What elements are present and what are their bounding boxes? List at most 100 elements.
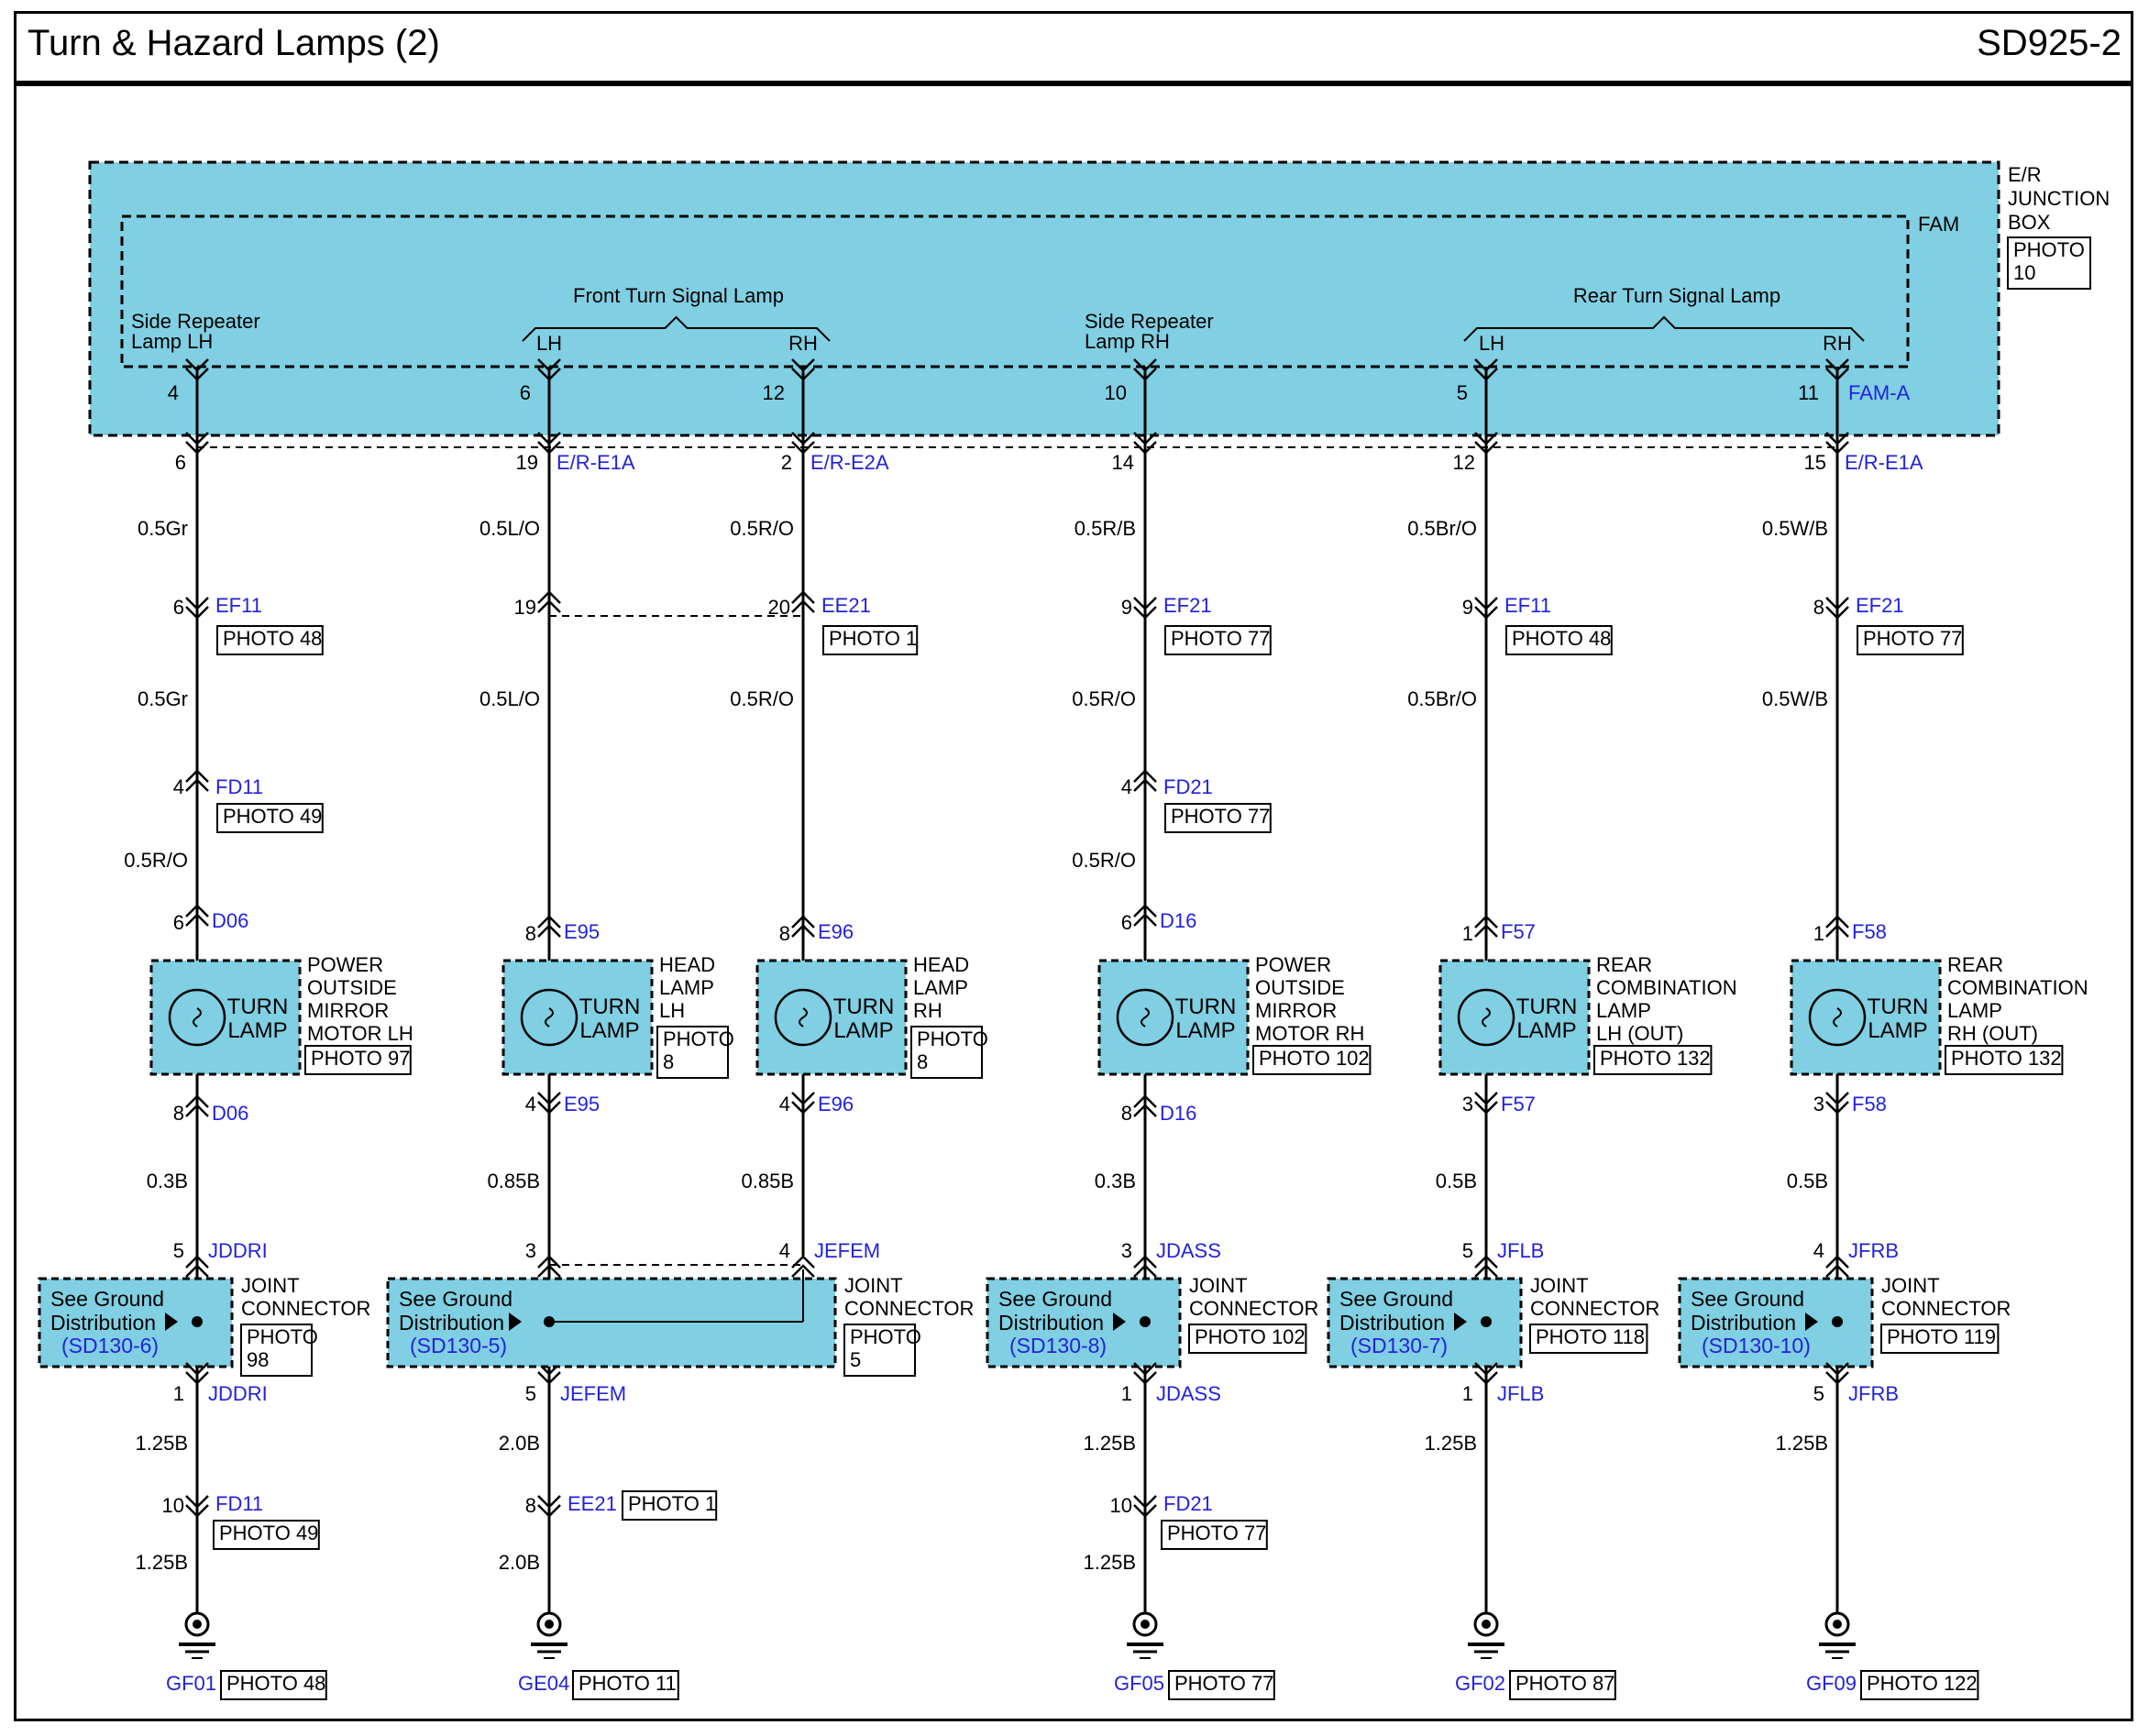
circuit-6-c1-photo-line: PHOTO 77 [1863, 627, 1962, 650]
circuit-4-wire6-label-line: 1.25B [1084, 1551, 1137, 1574]
circuit-4-c2-name-line: FD21 [1163, 775, 1213, 798]
circuit-3-lamp-filament [799, 1007, 808, 1027]
circuit-1-ground-symbol-dot [193, 1620, 202, 1629]
circuit-5-lamp-in-pin: 1 [1462, 922, 1473, 945]
circuit-1-c1-photo-box [216, 625, 324, 655]
circuit-1-jb-out-chevron-stroke [185, 441, 209, 455]
circuit-2-lamp-out-conn: E95 [564, 1093, 600, 1115]
circuit-5-ground-sd: (SD130-7) [1350, 1334, 1448, 1357]
circuit-5-wire1-label-line: 0.5Br/O [1407, 517, 1477, 540]
circuit-5-lamp-out-conn-line: F57 [1501, 1093, 1536, 1115]
junction-box-photo-box [2007, 236, 2091, 290]
circuit-1-jc-out-pin: 1 [173, 1382, 184, 1405]
circuit-4-jc-out-pin-line: 1 [1121, 1382, 1132, 1405]
circuit-5-component-name-line: COMBINATION [1596, 976, 1737, 999]
diagram-frame [14, 11, 2133, 1721]
circuit-6-ground-ref-line: See Ground [1691, 1287, 1804, 1311]
circuit-4-c3-pin-line: 10 [1110, 1494, 1132, 1517]
circuit-2-ground-symbol-dot [545, 1620, 554, 1629]
circuit-1-c2-chevron-stroke [185, 778, 209, 792]
circuit-5-lamp-out-chevron [1474, 1092, 1498, 1115]
circuit-1-ground-symbol [179, 1611, 215, 1659]
circuit-6-ground-name: GF09 [1806, 1672, 1857, 1695]
circuit-3-jc-in-chevron-stroke [791, 1264, 815, 1278]
circuit-3-ground-sd-line: (SD130-5) [410, 1334, 507, 1357]
circuit-6-wire4-label: 0.5B [1787, 1170, 1828, 1192]
circuit-1-jb-fuse-chevron-stroke [185, 358, 209, 372]
circuit-1-c2-name: FD11 [215, 775, 263, 798]
circuit-4-c1-chevron [1133, 597, 1157, 620]
group-side-repeater-rh-line: Lamp RH [1085, 330, 1170, 353]
circuit-4-c3-name: FD21 [1163, 1492, 1213, 1515]
circuit-4-c2-photo: PHOTO 77 [1171, 805, 1270, 828]
circuit-2-component-name-line: HEAD [659, 953, 715, 976]
circuit-3-jb-out-chevron-stroke [791, 432, 815, 445]
circuit-5-wire5-label-line: 1.25B [1425, 1432, 1478, 1455]
junction-box-name-line: E/R [2008, 163, 2042, 186]
circuit-2-component-photo-box [656, 1026, 729, 1079]
circuit-1-jc-in-pin: 5 [173, 1239, 184, 1262]
circuit-4-jb-fuse-chevron-stroke [1133, 358, 1157, 372]
circuit-4-lamp-out-pin: 8 [1121, 1102, 1132, 1125]
circuit-1-jc-out-chevron-stroke [185, 1371, 209, 1385]
circuit-6-jc-in-pin: 4 [1813, 1239, 1824, 1262]
circuit-1-c3-name-line: FD11 [215, 1492, 263, 1515]
circuit-6-c1-pin: 8 [1813, 596, 1824, 619]
circuit-3-c1-chevron-stroke [791, 599, 815, 613]
circuit-5-jc-dot [1481, 1316, 1492, 1327]
circuit-3-c1-photo-line: PHOTO 1 [829, 627, 917, 650]
circuit-5-wire1-label: 0.5Br/O [1407, 517, 1477, 540]
circuit-3-lamp-in-pin: 8 [779, 922, 790, 945]
circuit-5-jc-name: JFLB [1497, 1239, 1544, 1262]
circuit-6-lamp-out-conn: F58 [1852, 1093, 1887, 1115]
circuit-2-wire1-label: 0.5L/O [479, 517, 540, 540]
circuit-6-ground-sd: (SD130-10) [1702, 1334, 1811, 1357]
circuit-2-jc-in-pin-line: 3 [525, 1239, 536, 1262]
circuit-4-ground-sd-line: (SD130-8) [1009, 1334, 1107, 1357]
circuit-3-component-photo-box [910, 1026, 983, 1079]
circuit-5-lamp-text-line: LAMP [1516, 1018, 1576, 1043]
circuit-3-jc-label-line: JOINT [844, 1274, 903, 1297]
circuit-5-ground-sd-line: (SD130-7) [1350, 1334, 1448, 1357]
circuit-6-wire5-label: 1.25B [1776, 1432, 1829, 1455]
circuit-1-c2-chevron [185, 769, 209, 792]
circuit-1-jc-dot [192, 1316, 203, 1327]
circuit-6-wire1-label-line: 0.5W/B [1762, 517, 1828, 540]
circuit-4-wire3-label-line: 0.5R/O [1072, 849, 1136, 872]
circuit-5-component-name-line: REAR [1596, 953, 1652, 976]
circuit-6-component-name-line: REAR [1947, 953, 2003, 976]
circuit-2-c3-chevron-stroke [537, 1504, 561, 1518]
circuit-2-jc-out-chevron-stroke [537, 1371, 561, 1385]
circuit-3-wire4-label-line: 0.85B [742, 1170, 795, 1192]
circuit-4-c3-photo-line: PHOTO 77 [1167, 1522, 1266, 1544]
circuit-6-c1-chevron-stroke [1825, 597, 1849, 610]
circuit-3-wire2-label-line: 0.5R/O [730, 687, 794, 710]
circuit-1-wire4-label-line: 0.3B [147, 1170, 188, 1192]
circuit-4-lamp-out-chevron-stroke [1133, 1094, 1157, 1108]
circuit-3-c1-pin-line: 20 [768, 596, 790, 619]
circuit-3-c1-photo: PHOTO 1 [829, 627, 917, 650]
circuit-4-jc-out-name-line: JDASS [1156, 1382, 1221, 1405]
circuit-2-component-photo-line: 8 [663, 1050, 674, 1073]
circuit-5-jc-photo-line: PHOTO 118 [1536, 1325, 1645, 1348]
circuit-5-wire2-label: 0.5Br/O [1407, 687, 1477, 710]
circuit-1-ground-ref-line: See Ground [50, 1287, 164, 1311]
circuit-4-lamp-in-pin: 6 [1121, 911, 1132, 934]
circuit-6-jc-out-chevron-stroke [1825, 1371, 1849, 1385]
circuit-5-jc-out-chevron-stroke [1474, 1362, 1498, 1376]
circuit-6-wire1-label: 0.5W/B [1762, 517, 1828, 540]
circuit-4-jc-name: JDASS [1156, 1239, 1221, 1262]
circuit-5-jc-out-chevron [1474, 1362, 1498, 1385]
circuit-1-c3-chevron [185, 1495, 209, 1518]
circuit-2-ground-name: GE04 [518, 1672, 569, 1695]
circuit-2-jb-conn-pin: 19 [516, 451, 538, 474]
circuit-3-ground-ref-line: Distribution [399, 1311, 504, 1335]
circuit-4-jc-in-chevron-stroke [1133, 1264, 1157, 1278]
circuit-4-component-photo-box [1252, 1045, 1372, 1075]
circuit-5-jb-out-chevron-stroke [1474, 432, 1498, 445]
fam-connector-name-line: FAM-A [1848, 381, 1911, 404]
front-rh-label-line: RH [788, 332, 818, 355]
